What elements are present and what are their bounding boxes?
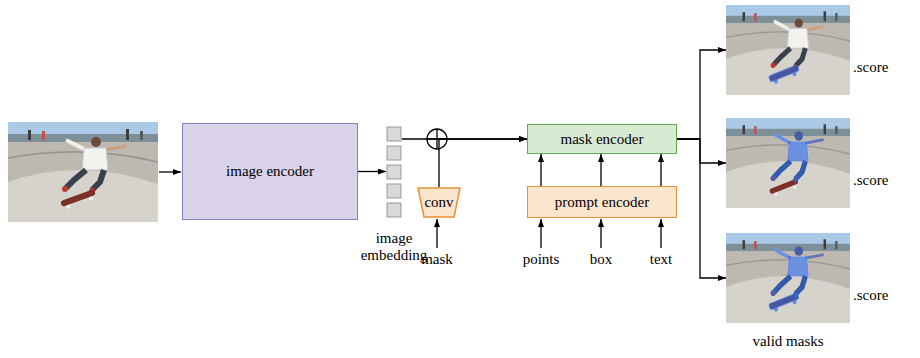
- embedding-cell: [387, 203, 401, 217]
- mask-overlay: [771, 247, 824, 298]
- input-arrow: [159, 171, 181, 172]
- embedding-outline: [386, 126, 402, 218]
- output-photo: [726, 233, 850, 323]
- connector-arrow: [677, 139, 726, 163]
- connector-arrow: [677, 50, 726, 139]
- connector-arrow: [677, 139, 726, 278]
- input-label: mask: [421, 251, 453, 268]
- prompt-encoder-box: prompt encoder: [527, 186, 677, 218]
- output-photo: [726, 5, 850, 95]
- embedding-cell: [387, 165, 401, 179]
- node-label: prompt encoder: [555, 194, 650, 211]
- input-arrow: [660, 219, 661, 248]
- embedding-stack: image embedding: [386, 126, 402, 218]
- output-mask: .score: [726, 233, 850, 323]
- connector-arrow: [600, 154, 601, 186]
- output-mask: .score: [726, 5, 850, 95]
- node-label: .score: [853, 172, 888, 189]
- encoder-box: image encoder: [182, 123, 358, 220]
- connector-arrow: [540, 154, 541, 186]
- input-label: box: [590, 251, 613, 268]
- node-label: .score: [853, 59, 888, 76]
- input-label: text: [650, 251, 673, 268]
- trapezoid-shape: [418, 188, 460, 217]
- embedding-cell: [387, 146, 401, 160]
- node-label: .score: [853, 287, 888, 304]
- input-label: points: [523, 251, 560, 268]
- connector-arrow: [439, 139, 527, 187]
- connector-arrow: [358, 171, 386, 172]
- mask-overlay: [768, 64, 801, 85]
- input-arrow: [600, 219, 601, 248]
- node-label: image encoder: [226, 163, 314, 180]
- decoder-box: mask encoder: [527, 124, 677, 154]
- input-arrow: [436, 219, 437, 248]
- connector-arrow: [660, 154, 661, 186]
- embedding-cell: [387, 184, 401, 198]
- output-caption: valid masks: [752, 333, 823, 350]
- input-photo: [8, 122, 158, 222]
- embedding-cell: [387, 127, 401, 141]
- input-arrow: [540, 219, 541, 248]
- conv-trapezoid: conv: [417, 187, 461, 218]
- node-label: mask encoder: [561, 131, 644, 148]
- mask-overlay: [771, 132, 824, 183]
- output-photo: [726, 118, 850, 208]
- node-label: conv: [424, 194, 453, 211]
- output-mask: .score: [726, 118, 850, 208]
